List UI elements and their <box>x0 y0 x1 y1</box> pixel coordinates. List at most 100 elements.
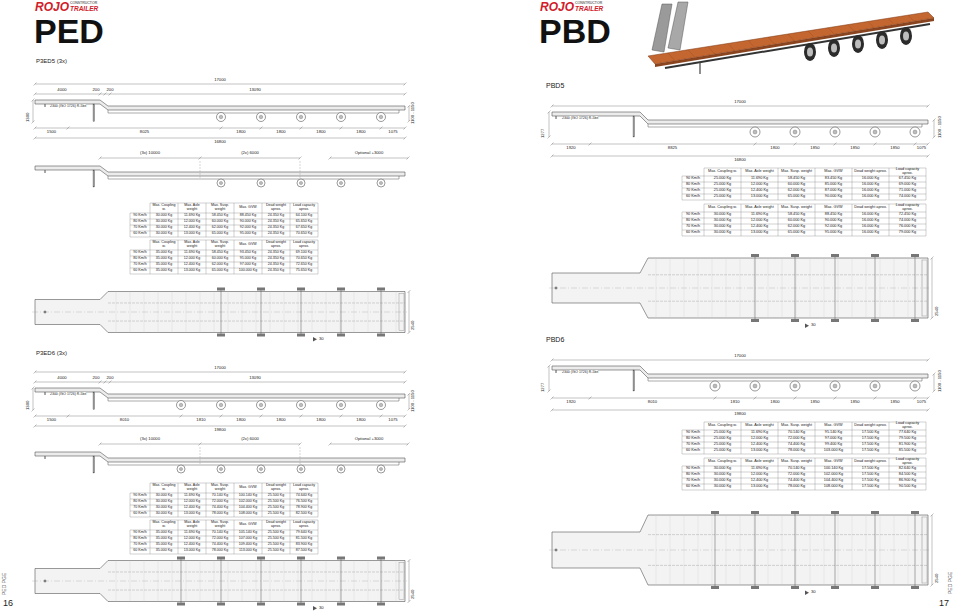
table-cell-box: Max. GVW <box>234 483 262 493</box>
dimension-line <box>552 106 928 107</box>
table-rule <box>234 520 235 554</box>
trailer-drawing <box>32 83 411 188</box>
table-cell: 35.000 Kg <box>156 257 172 261</box>
table-cell: 74.640 Kg <box>296 494 312 498</box>
label-place: 17000 <box>734 100 746 104</box>
plan-view <box>32 557 411 611</box>
table-cell: 69.000 Kg <box>899 183 916 187</box>
table-cell: Dead weight aprox. <box>263 484 289 491</box>
label-place: 19800 <box>734 412 746 416</box>
table-cell: 25.000 Kg <box>714 431 731 435</box>
dimension-label: 1850 <box>850 145 859 150</box>
rear-ramp <box>399 563 404 600</box>
dimension-tick <box>931 257 934 260</box>
table-rule <box>815 204 816 236</box>
dimension-line <box>549 366 550 391</box>
table-cell-box: 102.000 Kg <box>815 472 852 478</box>
table-cell-box: 65.000 Kg <box>206 268 234 274</box>
table-cell-box: 25.500 Kg <box>262 542 290 548</box>
center-line <box>549 288 930 289</box>
wheel <box>830 381 840 391</box>
table-cell-box: Max. Coupling w. <box>704 458 741 466</box>
table-cell-box: 17.500 Kg <box>852 436 889 442</box>
dimension-tick <box>927 409 930 412</box>
direction-mark <box>805 591 809 595</box>
table-cell-box: 12.000 Kg <box>178 219 206 225</box>
dimension-tick <box>199 443 202 446</box>
table-cell: 16.000 Kg <box>862 225 879 229</box>
wheel <box>217 179 225 187</box>
table-cell: 79.640 Kg <box>296 531 312 535</box>
table-rule <box>318 240 319 274</box>
main-beam <box>108 321 405 322</box>
dimension-line <box>330 444 408 445</box>
table-rule <box>206 203 207 237</box>
table-cell: 90.500 Kg <box>899 485 916 489</box>
extension-mark <box>200 161 201 178</box>
table-rule <box>741 204 742 236</box>
table-cell-box: 60.000 Kg <box>206 219 234 225</box>
wheel <box>177 603 185 606</box>
dimension-tick <box>299 157 302 160</box>
wheel <box>177 465 185 473</box>
table-cell-box: 70 Km/h <box>130 262 150 268</box>
table-cell: 109.400 Kg <box>239 543 257 547</box>
label-place: 17 <box>939 599 949 608</box>
dimension-tick <box>99 93 102 96</box>
dimension-tick <box>32 121 35 124</box>
table-cell: 78.000 Kg <box>788 449 805 453</box>
table-cell: 97.000 Kg <box>825 437 842 441</box>
table-cell-box: 17.500 Kg <box>852 448 889 454</box>
table-rule <box>178 520 179 554</box>
table-rule <box>234 483 235 517</box>
table-cell-box: 87.500 Kg <box>290 548 318 554</box>
dimension-tick <box>548 111 551 114</box>
table-cell-box: 92.000 Kg <box>815 224 852 230</box>
wheel <box>377 179 385 187</box>
cross-member <box>130 292 131 333</box>
wheel <box>217 557 225 560</box>
wheel <box>217 288 225 291</box>
table-rule <box>318 520 319 554</box>
axle <box>261 558 262 605</box>
table-cell-box: 58.450 Kg <box>778 212 815 218</box>
table-cell: 13.000 Kg <box>184 232 200 236</box>
table-cell-box: 13.000 Kg <box>741 448 778 454</box>
table-cell-box: 13.000 Kg <box>178 548 206 554</box>
table-cell-box: 90.000 Kg <box>815 194 852 200</box>
table-rule <box>852 168 853 200</box>
table-cell-box: Load capacity aprox. <box>290 483 318 493</box>
table-cell: 17.500 Kg <box>862 473 879 477</box>
table-cell-box: 108.000 Kg <box>234 511 262 517</box>
table-cell: 80 Km/h <box>686 219 700 223</box>
table-cell: Max. GVW <box>824 170 842 174</box>
dimension-label: 16800 <box>734 157 746 162</box>
table-rule <box>852 458 853 490</box>
table-cell-box: 16.000 Kg <box>852 224 889 230</box>
dimension-label: 1920 <box>566 399 575 404</box>
center-line <box>549 550 930 551</box>
table-cell: 12.000 Kg <box>184 220 200 224</box>
dimension-tick <box>404 127 407 130</box>
table-cell-box: 70 Km/h <box>130 542 150 548</box>
dimension-tick <box>407 157 410 160</box>
table-cell: 74.000 Kg <box>899 195 916 199</box>
table-cell: Load capacity aprox. <box>890 458 925 466</box>
table-rule <box>815 168 816 200</box>
table-cell-box: 82.500 Kg <box>290 511 318 517</box>
cross-member <box>116 561 117 602</box>
wheel-hub <box>299 115 303 119</box>
note-label: 2300 (ISO 1726) R-5bit <box>50 104 86 108</box>
dimension-label: 1800 <box>316 129 325 134</box>
king-pin <box>45 392 46 395</box>
logo-text: TRAILER <box>575 5 603 12</box>
wheel-hub <box>903 31 909 40</box>
table-rule <box>290 520 291 554</box>
spec-table <box>682 168 926 200</box>
dimension-tick <box>260 127 263 130</box>
table-cell-box: 58.450 Kg <box>206 250 234 256</box>
table-cell: 62.000 Kg <box>212 263 228 267</box>
dimension-tick <box>34 425 37 428</box>
table-cell: 16.000 Kg <box>862 183 879 187</box>
king-pin <box>556 116 557 119</box>
